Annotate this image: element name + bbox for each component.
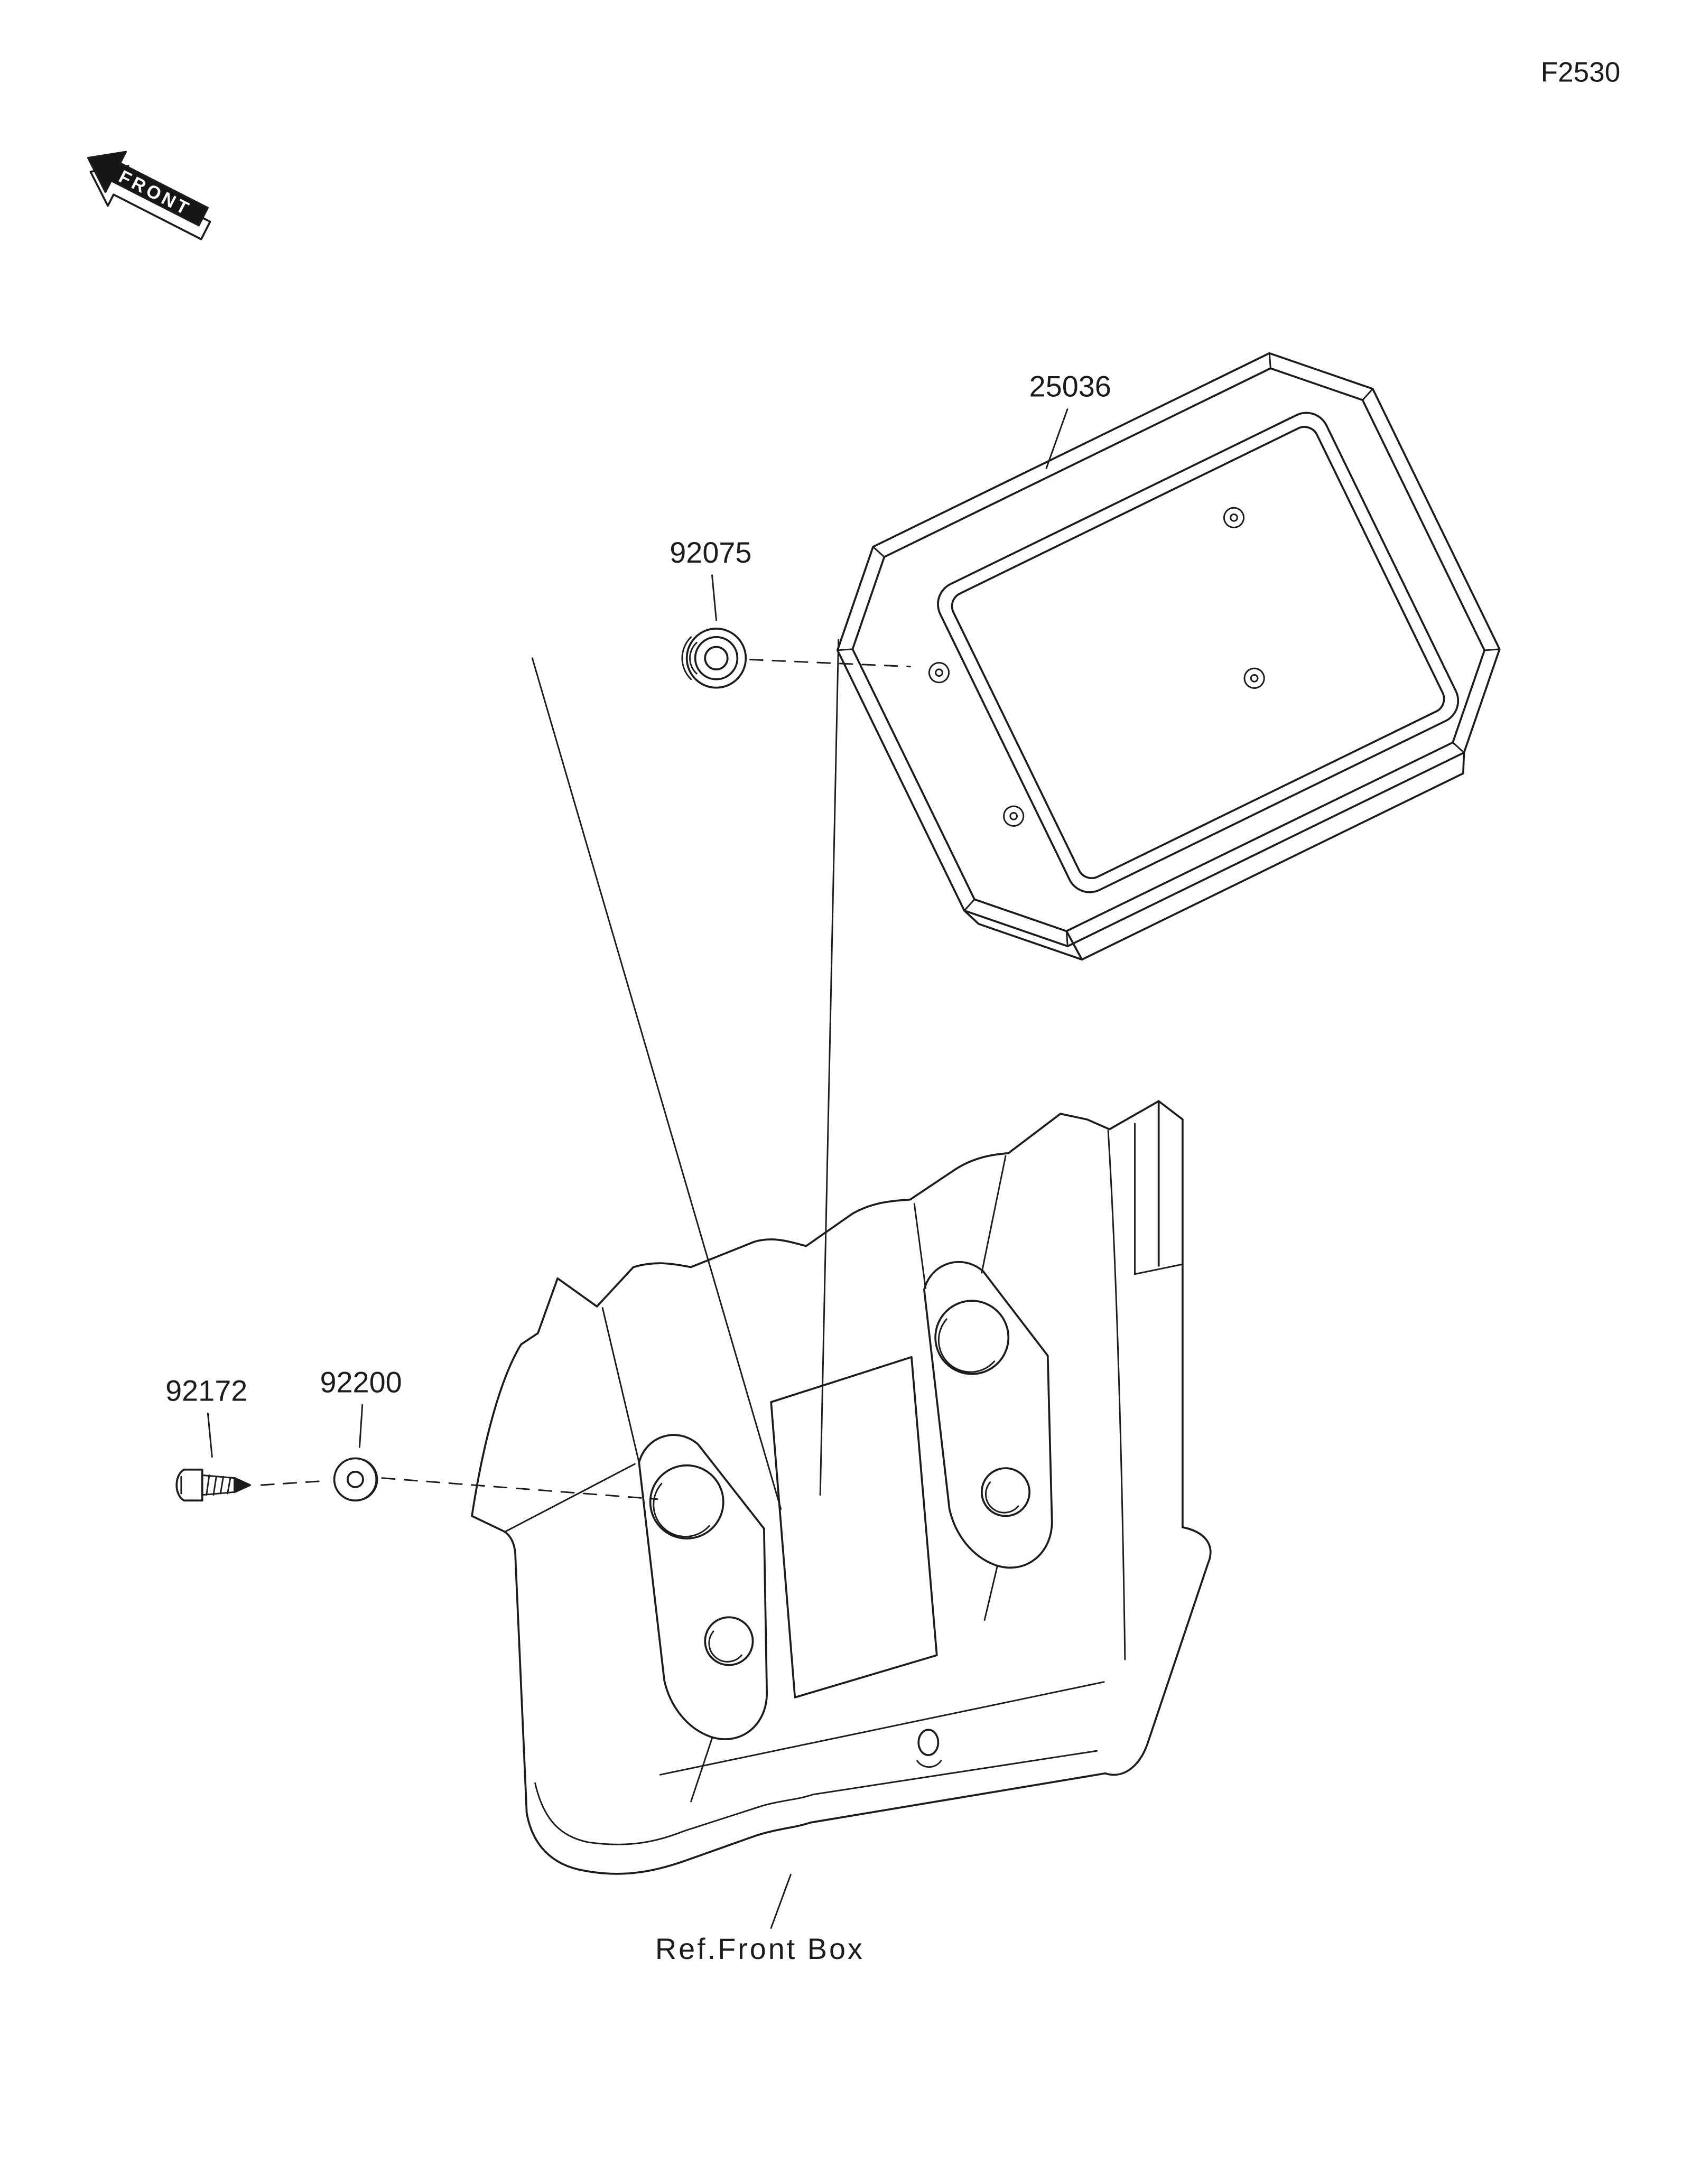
- washer: [333, 1457, 378, 1502]
- bracket-mount-hole-left: [649, 1464, 724, 1540]
- front-box-bracket: [471, 1100, 1212, 1875]
- meter-screen-outer: [937, 412, 1460, 893]
- ref-front-box-label: Ref.Front Box: [655, 1932, 865, 1965]
- meter-bottom-thickness: [963, 751, 1465, 961]
- assembly-axis-lines: [260, 658, 911, 1500]
- diagram-labels: F2530 25036 92075 92172 92200 Ref.Front …: [165, 57, 1620, 1965]
- damper-grommet: [681, 628, 747, 689]
- meter-mount-bosses: [928, 507, 1265, 827]
- projection-line-left: [531, 657, 782, 1510]
- meter-casing-inner: [851, 367, 1486, 932]
- screw: [175, 1468, 251, 1502]
- bracket-mount-hole-right: [934, 1300, 1010, 1375]
- front-arrow-body: [87, 151, 209, 227]
- callout-screw-number: 92172: [165, 1374, 247, 1407]
- callout-washer-number: 92200: [320, 1365, 402, 1398]
- callout-damper-number: 92075: [670, 536, 751, 569]
- projection-line-right: [819, 639, 840, 1496]
- meter-unit: [836, 352, 1501, 961]
- callout-meter-number: 25036: [1029, 370, 1111, 403]
- front-arrow-marker: [87, 151, 211, 240]
- screw-tip-arrow: [233, 1477, 251, 1494]
- meter-screen-inner: [951, 426, 1445, 880]
- diagram-linework: [87, 151, 1501, 1929]
- doc-code: F2530: [1541, 57, 1621, 88]
- meter-corner-joints: [837, 352, 1501, 947]
- callout-leader-lines: [207, 408, 1069, 1929]
